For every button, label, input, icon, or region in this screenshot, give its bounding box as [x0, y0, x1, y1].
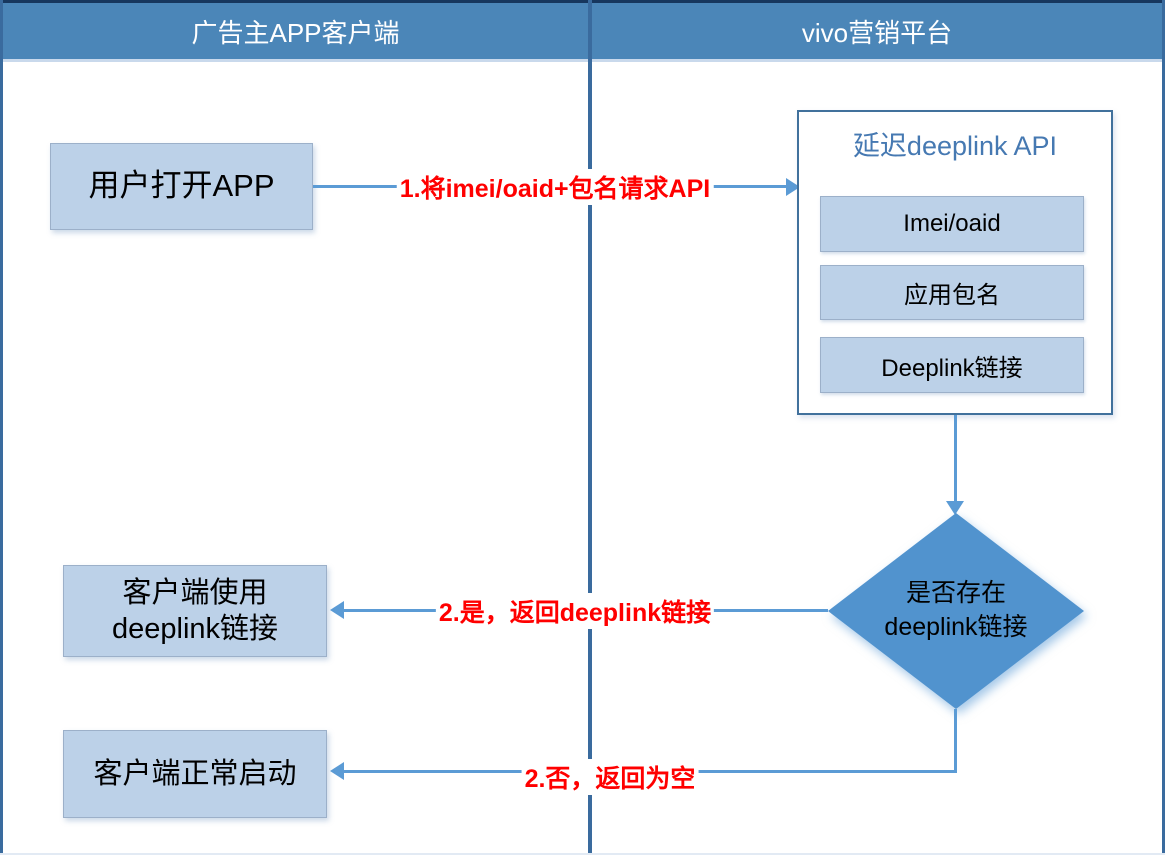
decision-label-line1: 是否存在 — [905, 579, 1006, 608]
node-user-open-app: 用户打开APP — [50, 143, 313, 230]
decision-deeplink-exists-shape: 是否存在 deeplink链接 — [828, 513, 1084, 709]
edge-request-api-arrowhead — [786, 178, 800, 196]
node-client-use-deeplink: 客户端使用 deeplink链接 — [63, 565, 327, 657]
panel-deferred-deeplink-api: 延迟deeplink API Imei/oaid 应用包名 Deeplink链接 — [797, 110, 1113, 415]
node-client-normal-start-label: 客户端正常启动 — [93, 757, 297, 790]
edge-yes-return-label: 2.是，返回deeplink链接 — [435, 593, 715, 629]
connector-api-to-decision-arrowhead — [946, 501, 964, 515]
api-field-deeplink-url: Deeplink链接 — [820, 337, 1084, 393]
api-field-imei-oaid: Imei/oaid — [820, 196, 1084, 252]
panel-deferred-deeplink-api-title: 延迟deeplink API — [852, 131, 1058, 161]
node-client-use-deeplink-line1: 客户端使用 — [122, 576, 268, 609]
canvas-bottom-line — [0, 853, 1165, 855]
edge-no-return-label: 2.否，返回为空 — [521, 759, 699, 795]
decision-label-line2: deeplink链接 — [884, 613, 1028, 641]
lane-header-vivo-marketing-platform: vivo营销平台 — [592, 3, 1162, 62]
canvas-left-border — [0, 0, 3, 855]
api-field-package-name-label: 应用包名 — [904, 282, 1000, 309]
node-client-use-deeplink-line2: deeplink链接 — [111, 613, 279, 645]
connector-api-to-decision-line — [954, 415, 957, 501]
decision-deeplink-exists: 是否存在 deeplink链接 — [828, 513, 1084, 709]
edge-no-return-vertical-line — [954, 709, 957, 772]
api-field-deeplink-url-label: Deeplink链接 — [881, 354, 1023, 382]
swimlane-divider — [588, 0, 592, 855]
canvas-top-border — [0, 0, 1165, 3]
edge-yes-return-arrowhead — [330, 601, 344, 619]
edge-request-api-label: 1.将imei/oaid+包名请求API — [396, 169, 714, 205]
api-field-imei-oaid-label: Imei/oaid — [903, 210, 1001, 237]
edge-no-return-arrowhead — [330, 762, 344, 780]
api-field-package-name: 应用包名 — [820, 265, 1084, 320]
node-client-normal-start: 客户端正常启动 — [63, 730, 327, 818]
lane-header-advertiser-app-client: 广告主APP客户端 — [3, 3, 588, 62]
node-user-open-app-label: 用户打开APP — [88, 168, 275, 204]
canvas-right-border — [1162, 0, 1165, 855]
